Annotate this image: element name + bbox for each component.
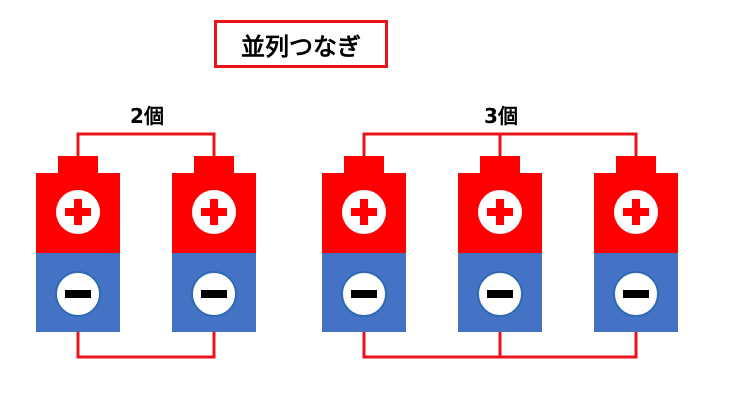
positive-terminal xyxy=(194,156,234,173)
battery xyxy=(36,156,120,332)
minus-icon-bar xyxy=(487,290,513,298)
minus-icon-bar xyxy=(623,290,649,298)
battery xyxy=(322,156,406,332)
top-wire-2 xyxy=(76,132,216,156)
group-label-3: 3個 xyxy=(484,104,518,128)
wires xyxy=(76,132,638,359)
positive-terminal xyxy=(616,156,656,173)
plus-icon-bar-v xyxy=(632,199,640,225)
battery xyxy=(172,156,256,332)
battery xyxy=(458,156,542,332)
battery xyxy=(594,156,678,332)
plus-icon-bar-v xyxy=(74,199,82,225)
minus-icon-bar xyxy=(351,290,377,298)
positive-terminal xyxy=(344,156,384,173)
plus-icon-bar-v xyxy=(496,199,504,225)
group-label-2: 2個 xyxy=(130,104,164,128)
plus-icon-bar-v xyxy=(210,199,218,225)
minus-icon-bar xyxy=(201,290,227,298)
plus-icon-bar-v xyxy=(360,199,368,225)
bottom-wire-2 xyxy=(76,332,216,359)
positive-terminal xyxy=(58,156,98,173)
diagram-title: 並列つなぎ xyxy=(214,20,388,68)
positive-terminal xyxy=(480,156,520,173)
batteries xyxy=(36,156,678,332)
minus-icon-bar xyxy=(65,290,91,298)
